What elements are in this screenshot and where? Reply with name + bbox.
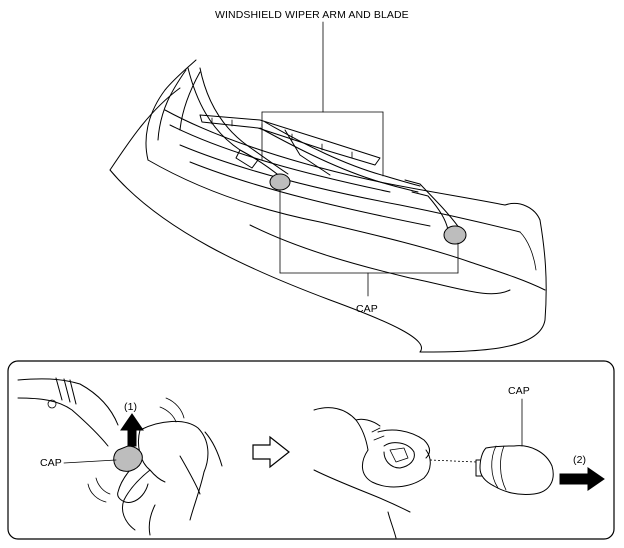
cap-left xyxy=(269,173,291,191)
car-hood-windshield-illustration xyxy=(109,59,547,353)
transition-arrow-icon xyxy=(252,435,290,469)
cap-label-right: CAP xyxy=(508,385,530,397)
step-1-label: (1) xyxy=(124,401,137,413)
right-detail-cap-removed xyxy=(313,407,477,539)
cap-label-left: CAP xyxy=(40,457,62,469)
wiper-arm-blade-label: WINDSHIELD WIPER ARM AND BLADE xyxy=(215,9,409,21)
left-detail-hand-lifting-cap xyxy=(17,377,223,536)
removed-cap xyxy=(475,445,554,495)
arrow-right-step2 xyxy=(559,467,605,491)
arrow-up-step1 xyxy=(120,413,144,447)
wiper-label-leader xyxy=(261,21,384,177)
cap-label-leader xyxy=(279,189,459,297)
wiper-blade xyxy=(199,114,381,176)
right-wiper-arm xyxy=(259,121,463,233)
left-wiper-arm xyxy=(187,67,289,179)
cap-left-leader xyxy=(63,459,117,464)
detail-frame xyxy=(7,360,615,540)
cap-right xyxy=(443,225,467,245)
cap-label-top: CAP xyxy=(356,303,378,315)
step-2-label: (2) xyxy=(573,454,586,466)
